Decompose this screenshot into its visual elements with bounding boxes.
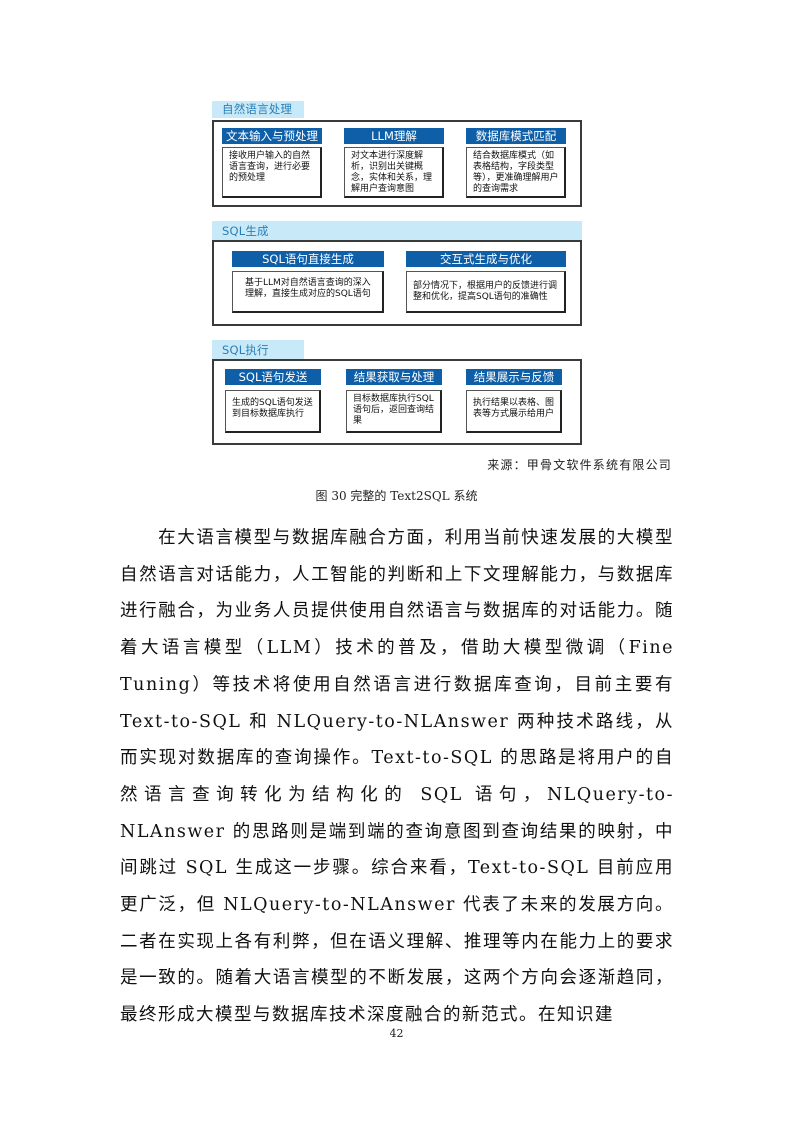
section-tab-nlp: 自然语言处理 <box>212 101 304 118</box>
card-text: 基于LLM对自然语言查询的深入理解，直接生成对应的SQL语句 <box>232 271 384 313</box>
card-title: 交互式生成与优化 <box>406 251 566 267</box>
card-text: 目标数据库执行SQL语句后，返回查询结果 <box>346 390 442 433</box>
paragraph-text: 在大语言模型与数据库融合方面，利用当前快速发展的大模型自然语言对话能力，人工智能… <box>120 528 674 1026</box>
card-sql-send: SQL语句发送 生成的SQL语句发送到目标数据库执行 <box>225 369 321 433</box>
page-number: 42 <box>389 1027 404 1040</box>
card-result-display: 结果展示与反馈 执行结果以表格、图表等方式展示给用户 <box>466 369 562 433</box>
section-tab-sql-execution: SQL执行 <box>212 340 304 360</box>
figure-caption: 图 30 完整的 Text2SQL 系统 <box>315 489 478 503</box>
card-sql-direct: SQL语句直接生成 基于LLM对自然语言查询的深入理解，直接生成对应的SQL语句 <box>232 251 384 313</box>
body-paragraph: 在大语言模型与数据库融合方面，利用当前快速发展的大模型自然语言对话能力，人工智能… <box>120 520 674 1034</box>
card-text: 生成的SQL语句发送到目标数据库执行 <box>225 390 321 433</box>
card-text: 接收用户输入的自然语言查询，进行必要的预处理 <box>222 147 322 198</box>
card-llm-understanding: LLM理解 对文本进行深度解析，识别出关键概念，实体和关系，理解用户查询意图 <box>344 128 444 198</box>
card-result-fetch: 结果获取与处理 目标数据库执行SQL语句后，返回查询结果 <box>346 369 442 433</box>
card-title: SQL语句直接生成 <box>232 251 384 267</box>
card-title: LLM理解 <box>344 128 444 144</box>
text2sql-figure: 自然语言处理 文本输入与预处理 接收用户输入的自然语言查询，进行必要的预处理 L… <box>0 0 793 520</box>
card-title: SQL语句发送 <box>225 369 321 385</box>
card-schema-matching: 数据库模式匹配 结合数据库模式（如表格结构，字段类型等），更准确理解用户的查询需… <box>466 128 566 198</box>
card-text: 对文本进行深度解析，识别出关键概念，实体和关系，理解用户查询意图 <box>344 147 444 198</box>
card-title: 数据库模式匹配 <box>466 128 566 144</box>
card-text-input: 文本输入与预处理 接收用户输入的自然语言查询，进行必要的预处理 <box>222 128 322 198</box>
card-title: 结果获取与处理 <box>346 369 442 385</box>
card-text: 部分情况下，根据用户的反馈进行调整和优化，提高SQL语句的准确性 <box>406 271 566 313</box>
card-interactive-optimization: 交互式生成与优化 部分情况下，根据用户的反馈进行调整和优化，提高SQL语句的准确… <box>406 251 566 313</box>
section-tab-sql-generation: SQL生成 <box>212 221 582 241</box>
card-text: 执行结果以表格、图表等方式展示给用户 <box>466 390 562 433</box>
card-title: 结果展示与反馈 <box>466 369 562 385</box>
card-title: 文本输入与预处理 <box>222 128 322 144</box>
card-text: 结合数据库模式（如表格结构，字段类型等），更准确理解用户的查询需求 <box>466 147 566 198</box>
figure-source: 来源：甲骨文软件系统有限公司 <box>487 458 672 472</box>
